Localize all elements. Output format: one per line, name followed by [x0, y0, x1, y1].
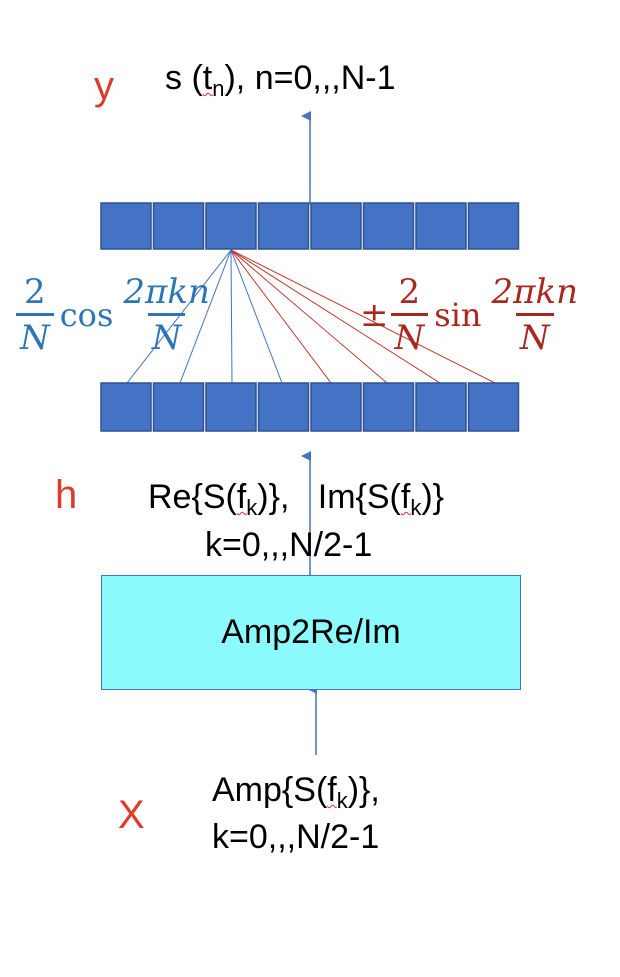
output-layer-unit-7 — [467, 202, 520, 250]
hidden-layer-unit-4 — [310, 382, 362, 432]
cos-function: cos — [59, 296, 114, 334]
output-suffix: ), n=0,,,N-1 — [224, 59, 396, 97]
connection-line-3 — [230, 249, 283, 384]
hidden-layer-unit-5 — [362, 382, 415, 432]
hidden-layer-unit-2 — [205, 382, 257, 432]
output-subscript: n — [212, 76, 225, 101]
sin-formula: ± 2 N sin 2πkn N — [360, 275, 582, 355]
connection-lines — [126, 249, 496, 384]
hidden-layer-unit-6 — [415, 382, 467, 432]
spectrum-range-label: k=0,,,N/2-1 — [205, 526, 373, 564]
spectrum-re-im-label: Re{S(fk)}, Im{S(fk)} — [148, 478, 445, 520]
connection-line-6 — [230, 249, 441, 384]
label-x: X — [118, 793, 145, 837]
output-signal-label: s (tn), n=0,,,N-1 — [165, 58, 396, 109]
input-amp-label: Amp{S(fk)}, — [212, 771, 380, 813]
amp2reim-label: Amp2Re/Im — [221, 613, 401, 651]
output-layer-unit-1 — [152, 202, 205, 250]
output-layer-unit-0 — [100, 202, 152, 250]
cos-argument: 2πkn N — [123, 272, 210, 358]
input-range-label: k=0,,,N/2-1 — [212, 818, 380, 856]
label-h: h — [55, 473, 78, 517]
output-layer-unit-2 — [205, 202, 257, 250]
output-layer-unit-4 — [310, 202, 362, 250]
output-layer — [100, 202, 520, 250]
output-prefix: s ( — [165, 59, 203, 97]
output-layer-unit-5 — [362, 202, 415, 250]
amp2reim-block: Amp2Re/Im — [101, 575, 521, 690]
label-y: y — [94, 64, 114, 108]
sin-argument: 2πkn N — [491, 272, 578, 358]
connection-line-2 — [230, 249, 233, 384]
connection-line-1 — [179, 249, 232, 384]
hidden-layer-unit-0 — [100, 382, 152, 432]
output-layer-unit-6 — [415, 202, 467, 250]
sin-sign: ± — [360, 295, 389, 335]
cos-coefficient: 2 N — [16, 275, 54, 355]
hidden-layer-unit-3 — [257, 382, 310, 432]
hidden-layer-unit-1 — [152, 382, 205, 432]
connection-line-7 — [230, 249, 496, 384]
connection-line-4 — [230, 249, 332, 384]
sin-coefficient: 2 N — [390, 275, 429, 355]
cos-formula: 2 N cos 2πkn N — [16, 275, 214, 355]
output-layer-unit-3 — [257, 202, 310, 250]
output-var: tn — [202, 59, 225, 101]
sin-function: sin — [434, 296, 482, 334]
connection-line-0 — [126, 249, 232, 384]
connection-line-5 — [230, 249, 388, 384]
hidden-layer — [100, 382, 520, 432]
hidden-layer-unit-7 — [467, 382, 520, 432]
